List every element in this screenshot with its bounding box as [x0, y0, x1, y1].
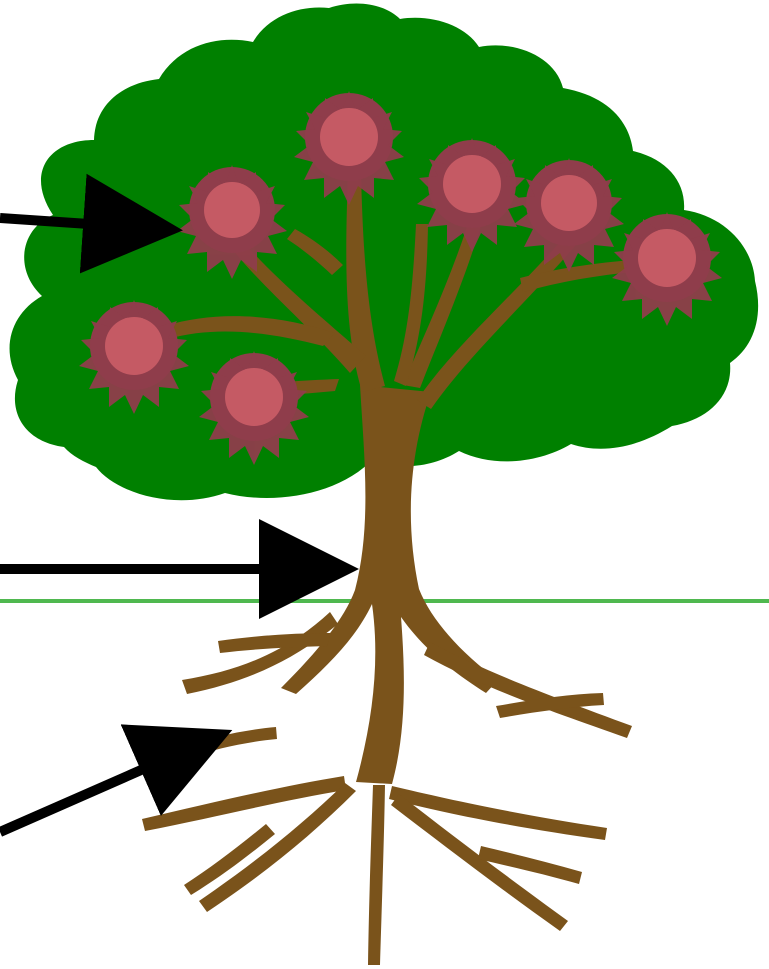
fruit-center	[541, 175, 597, 231]
fruit-center	[225, 368, 283, 426]
root-right-main	[424, 642, 632, 738]
fruit-center	[638, 229, 696, 287]
root-left-upper	[218, 633, 331, 653]
fruit-center	[443, 155, 501, 213]
fruit-center	[105, 317, 163, 375]
fruit-center	[320, 108, 378, 166]
fruit-center	[204, 182, 260, 238]
root-center-bottom	[368, 785, 385, 965]
